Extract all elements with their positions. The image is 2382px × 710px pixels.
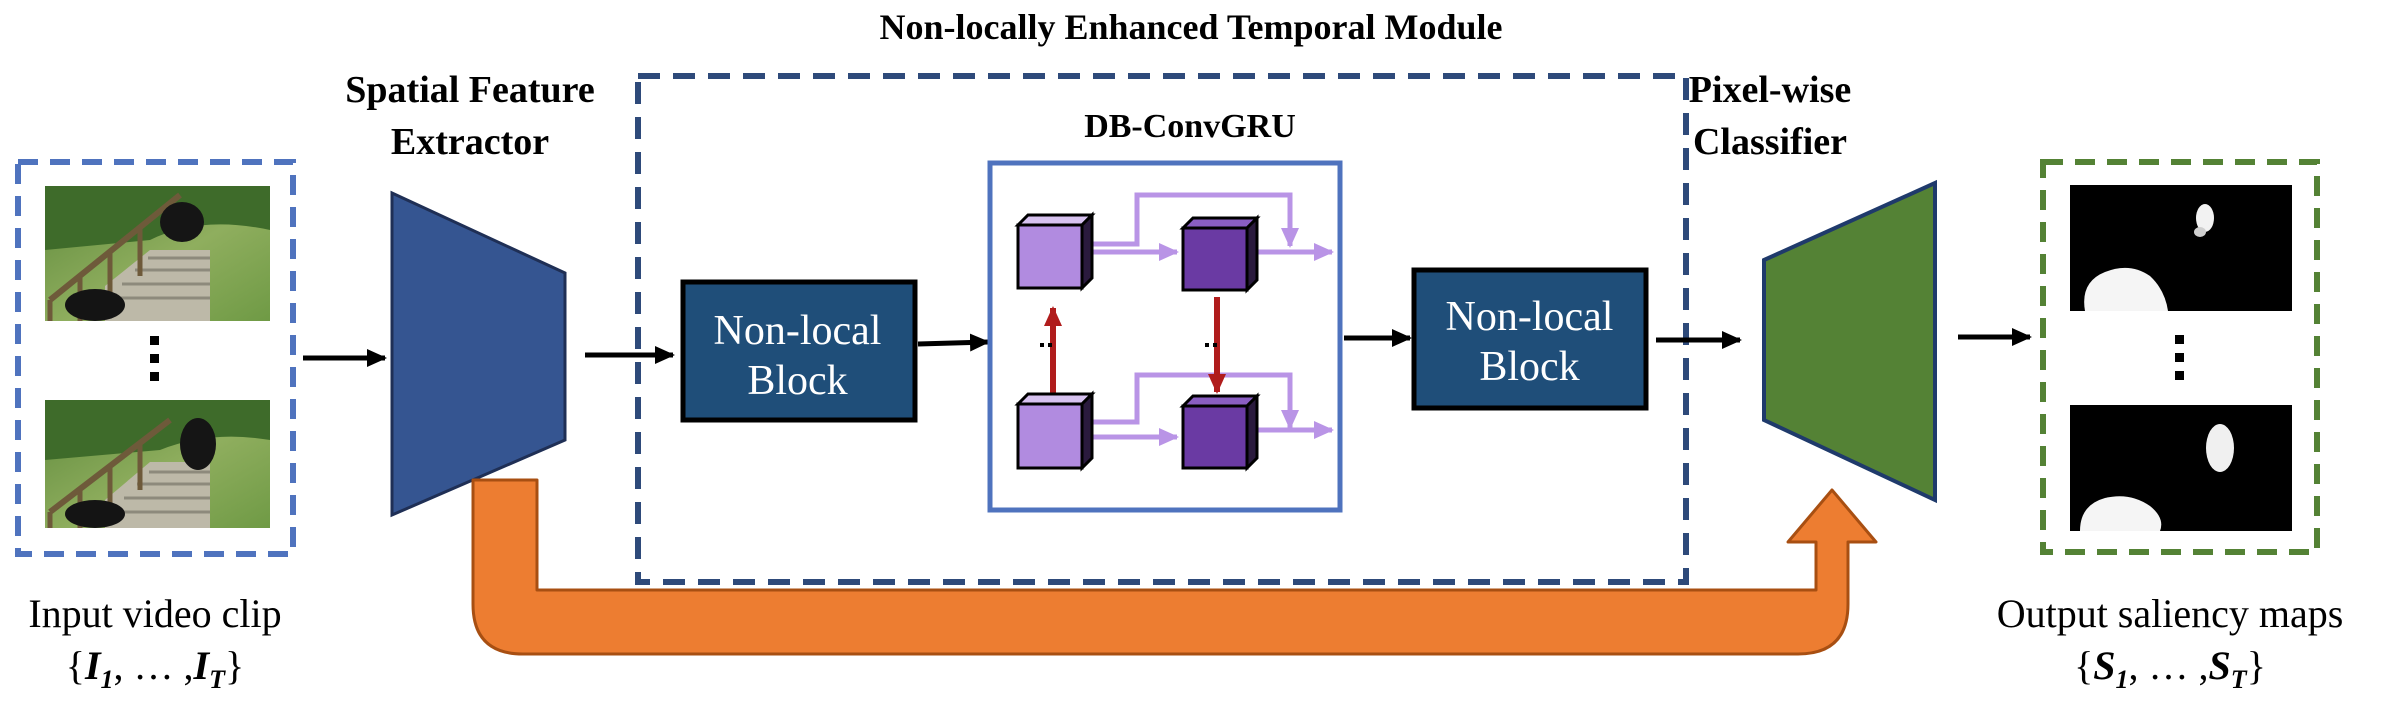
non-local-block-1-line1: Non-local <box>713 308 882 354</box>
input-frame <box>15 159 296 557</box>
output-set-last-sub: T <box>2230 665 2247 694</box>
pixel-wise-classifier-shape <box>1762 179 1937 504</box>
output-saliency-map-2 <box>2070 405 2292 531</box>
convgru-cube-top-left <box>1014 211 1096 292</box>
input-set-last-sub: T <box>209 665 226 694</box>
convgru-cube-bottom-left <box>1014 390 1096 472</box>
input-set-first-sub: 1 <box>100 665 114 694</box>
non-local-block-1-shape <box>680 279 918 423</box>
spatial-feature-extractor-label-line2: Extractor <box>390 121 550 163</box>
output-set-notation: {S1, … ,ST} <box>2074 643 2266 694</box>
pixel-wise-classifier-label-line1: Pixel-wise <box>1688 69 1852 111</box>
output-set-last: S <box>2208 643 2231 688</box>
temporal-module-title: Non-locally Enhanced Temporal Module <box>879 7 1503 47</box>
input-set-first: I <box>84 643 101 688</box>
output-set-ellipsis: … <box>2148 643 2189 688</box>
arrow-nlb1-to-convgru <box>917 333 990 352</box>
non-local-block-2-shape <box>1411 267 1649 411</box>
temporal-module-frame <box>635 73 1689 585</box>
spatial-feature-extractor-shape <box>390 190 567 518</box>
input-frame-image-2 <box>45 400 270 528</box>
input-frame-image-1 <box>45 186 270 321</box>
pixel-wise-classifier-label-line2: Classifier <box>1692 121 1848 163</box>
input-set-ellipsis: … <box>133 643 174 688</box>
db-convgru-box <box>987 160 1343 513</box>
input-ellipsis-dots <box>150 336 159 381</box>
convgru-cube-top-right <box>1179 214 1261 294</box>
convgru-top-arrows <box>1090 192 1334 261</box>
non-local-block-1-label: Non-local Block <box>680 306 915 406</box>
skip-connection-arrow-main <box>471 478 1878 656</box>
convgru-bottom-arrows <box>1090 372 1334 446</box>
output-ellipsis-dots <box>2175 335 2184 380</box>
output-frame <box>2040 159 2320 555</box>
convgru-ellipsis-dots <box>1040 343 1217 347</box>
non-local-block-2-line1: Non-local <box>1445 294 1614 340</box>
spatial-feature-extractor-label-line1: Spatial Feature <box>345 69 595 111</box>
output-caption: Output saliency maps <box>1996 591 2344 636</box>
convgru-cube-bottom-right <box>1179 392 1261 472</box>
db-convgru-title: DB-ConvGRU <box>1084 108 1296 145</box>
input-caption: Input video clip <box>28 591 282 636</box>
pixel-wise-classifier-label: Pixel-wise Classifier <box>1620 64 1920 168</box>
output-saliency-map-1 <box>2070 185 2292 311</box>
input-set-last: I <box>193 643 210 688</box>
output-set-first: S <box>2093 643 2116 688</box>
non-local-block-1-line2: Block <box>747 358 848 404</box>
input-set-notation: {I1, … ,IT} <box>65 643 245 694</box>
output-set-first-sub: 1 <box>2115 665 2129 694</box>
non-local-block-2-label: Non-local Block <box>1412 292 1647 392</box>
spatial-feature-extractor-label: Spatial Feature Extractor <box>280 64 660 168</box>
non-local-block-2-line2: Block <box>1479 344 1580 390</box>
